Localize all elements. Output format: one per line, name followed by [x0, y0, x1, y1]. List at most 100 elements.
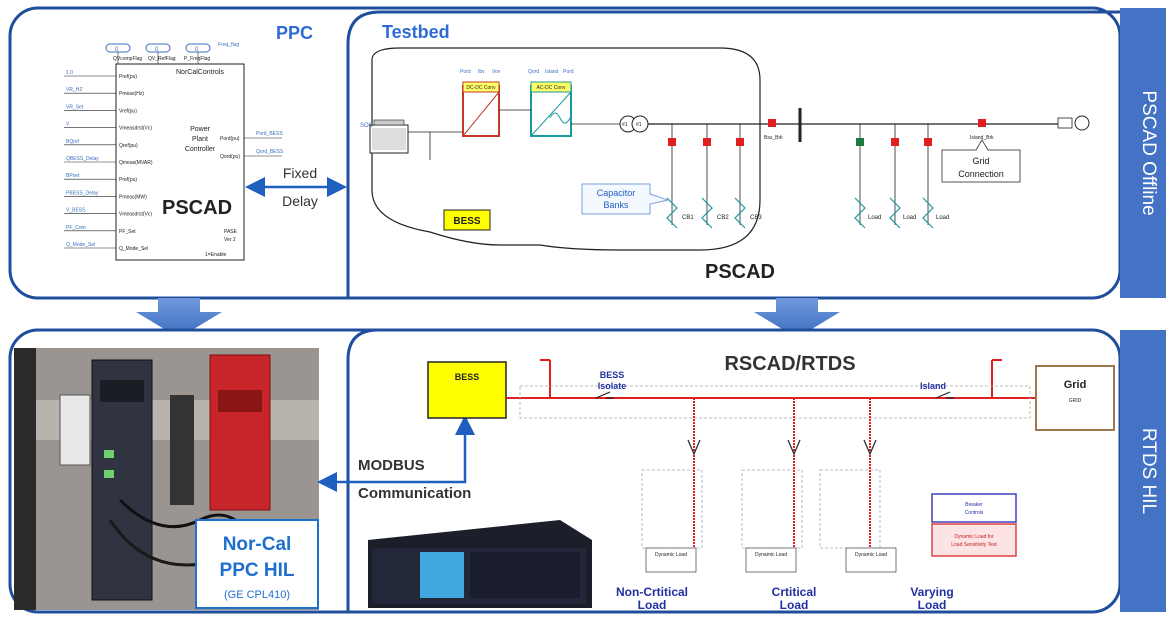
ppc-down-arrow [136, 298, 222, 338]
ppc-left-signal: PF_Com [66, 225, 86, 231]
ppc-top-input-val: 0 [155, 47, 159, 53]
ppc-bottom-right-3: 1=Enable [205, 252, 226, 258]
dc-top-label: Vov [492, 69, 501, 75]
cap-label: CB2 [717, 215, 729, 221]
dcdc-converter [462, 85, 500, 137]
ppc-left-signal: Q_Mode_Sel [66, 242, 95, 248]
modbus-line2: Communication [358, 485, 471, 502]
ppc-title: PPC [276, 23, 313, 43]
ppc-inner-1: Power [190, 126, 211, 133]
bss-breaker [768, 119, 776, 127]
testbed-title: Testbed [382, 22, 450, 42]
legend-line2: Controls [965, 510, 984, 516]
crit-line1: Crtitical [772, 585, 817, 599]
grid-conn-line1: Grid [972, 156, 989, 166]
cap-label: CB3 [750, 215, 762, 221]
crit-line2: Load [780, 598, 809, 612]
ppc-left-signal: PBESS_Delay [66, 190, 99, 196]
ppc-top-input-val: 0 [195, 47, 199, 53]
island-breaker-rtds [935, 391, 954, 399]
hil-divider [346, 328, 379, 612]
acdc-converter [530, 85, 572, 137]
legend-load-box [931, 523, 1017, 557]
ac-top-label: Qord [528, 69, 539, 75]
load-label: Load [868, 215, 881, 221]
vary-line2: Load [918, 598, 947, 612]
hil-side-label: RTDS HIL [1138, 428, 1159, 514]
rscad-title: RSCAD/RTDS [724, 353, 855, 375]
ppc-hardware-photo [14, 348, 319, 610]
capacitor-banks-callout [581, 183, 670, 215]
battery-symbol [369, 119, 409, 154]
rtds-bess-label: BESS [455, 372, 480, 382]
ppc-left-port: Vmeasdrst(Vc) [119, 126, 152, 132]
ppc-tool-label: PSCAD [162, 197, 232, 219]
xfmr-label: #1 [636, 122, 642, 128]
rtds-load-drops [641, 398, 897, 573]
dyn-load-label: Dynamic Load [855, 552, 887, 558]
ac-top-label: Island [545, 69, 559, 75]
device-name-line2: PPC HIL [220, 560, 295, 581]
ppc-top-label: QVcompFlag [113, 56, 142, 62]
ppc-left-signal: 1.0 [66, 70, 73, 76]
noncrit-line2: Load [638, 598, 667, 612]
dc-top-label: Pord [460, 69, 471, 75]
dyn-load-label: Dynamic Load [655, 552, 687, 558]
ppc-right-signal: Qord_BESS [256, 149, 284, 155]
legend-line1: Breaker [965, 502, 983, 508]
rtds-grid-block [1035, 365, 1115, 431]
island-breaker [978, 119, 986, 127]
bess-isolate-breaker [595, 391, 614, 399]
grid-conn-line2: Connection [958, 169, 1004, 179]
ppc-top-inputs: 0 0 0 QVcompFlag QV_RefFlag P_FreqFlag F… [105, 42, 239, 64]
ppc-left-signal: VR_Set [66, 104, 84, 110]
vary-line1: Varying [910, 585, 953, 599]
ppc-left-port: Pmeas(MW) [119, 194, 147, 200]
cap-feeders [666, 124, 746, 229]
ppc-block-title: NorCalControls [176, 69, 224, 76]
ppc-top-label: P_FreqFlag [184, 56, 210, 62]
ppc-left-port: Qmeas(MVAR) [119, 160, 153, 166]
hil-side-bar [1120, 330, 1166, 612]
ppc-left-port: Pmeas(Hz) [119, 91, 144, 97]
dyn-load-label: Dynamic Load [755, 552, 787, 558]
modbus-link [317, 415, 475, 492]
ppc-left-port: Q_Mode_Sel [119, 246, 148, 252]
ppc-left-signal: V_BESS [66, 208, 86, 214]
bess-isolate-line1: BESS [600, 370, 625, 380]
modbus-line1: MODBUS [358, 457, 425, 474]
load-label: Load [903, 215, 916, 221]
ppc-left-ports: Pref(pu)1.0Pmeas(Hz)VR_HZVref(pu)VR_SetV… [64, 70, 153, 252]
ppc-left-port: Qref(pu) [119, 143, 138, 149]
ppc-right-port: Pord(pu) [220, 136, 240, 142]
ppc-left-port: Pref(pu) [119, 177, 137, 183]
ppc-right-port: Qord(pu) [220, 154, 240, 160]
ppc-right-ports: Pord(pu) Qord(pu) Pord_BESS Qord_BESS [220, 131, 284, 160]
ppc-left-signal: BQref [66, 139, 80, 145]
ppc-top-input-val: 0 [115, 47, 119, 53]
fixed-delay-line1: Fixed [283, 165, 317, 181]
legend-line3: Dynamic Load for [954, 534, 994, 540]
device-model: (GE CPL410) [224, 589, 290, 601]
island-label: Island [920, 381, 946, 391]
ac-top-label: Pord [563, 69, 574, 75]
testbed-down-arrow [754, 298, 840, 338]
acdc-label: AC-DC Conv [537, 85, 566, 91]
cap-label: CB1 [682, 215, 694, 221]
ppc-bottom-right-2: Ver 2 [224, 237, 236, 243]
legend-line4: Load Sensitivity Test [951, 542, 997, 548]
load-feeders [854, 124, 934, 229]
breaker-label: Bss_Brk [764, 135, 783, 141]
ppc-top-right: Freq_flag [218, 42, 239, 48]
cap-banks-line2: Banks [603, 200, 629, 210]
rtds-grid-label: Grid [1064, 379, 1087, 391]
grid-impedance [1057, 117, 1073, 129]
dcdc-label: DC-DC Conv [466, 85, 496, 91]
dc-top-label: Ibv [478, 69, 485, 75]
bess-isolate-line2: Isolate [598, 381, 627, 391]
rtds-rack-photo [368, 520, 592, 608]
offline-side-bar [1120, 8, 1166, 298]
grid-source [1074, 115, 1090, 131]
ppc-left-signal: VR_HZ [66, 87, 82, 93]
